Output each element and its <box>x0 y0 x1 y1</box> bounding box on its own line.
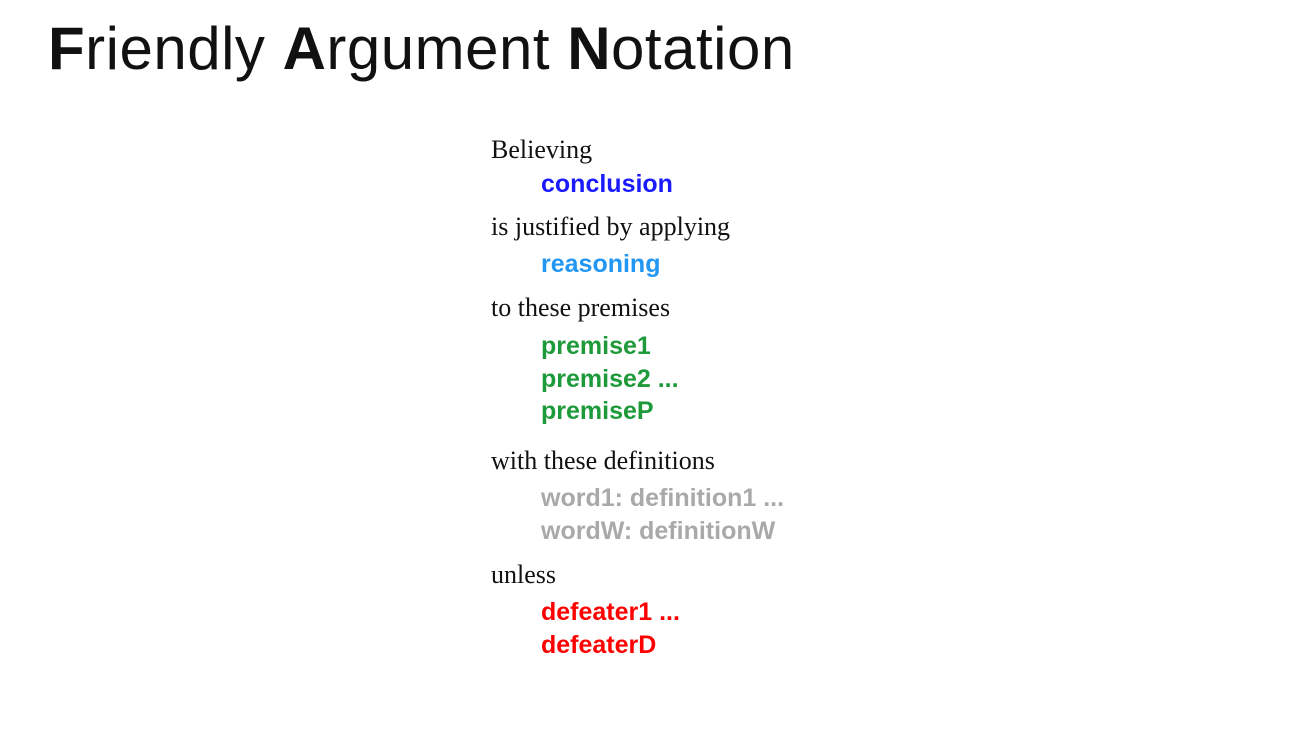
premise-item: premise2 ... <box>541 365 679 393</box>
title-initial: A <box>282 15 327 82</box>
premise-item: premise1 <box>541 332 651 360</box>
believing-label: Believing <box>491 135 593 164</box>
slide-title: Friendly Argument Notation <box>48 14 795 83</box>
premise-item: premiseP <box>541 397 654 425</box>
unless-label: unless <box>491 560 556 589</box>
defeater-item: defeater1 ... <box>541 598 680 626</box>
defeater-item: defeaterD <box>541 631 657 659</box>
definition-item: word1: definition1 ... <box>541 484 785 512</box>
title-word-rest: rgument <box>326 15 551 82</box>
title-word-rest: riendly <box>85 15 266 82</box>
title-initial: N <box>567 15 612 82</box>
premises-label: to these premises <box>491 293 671 322</box>
conclusion-term: conclusion <box>541 170 673 198</box>
justified-label: is justified by applying <box>491 212 731 241</box>
definition-item: wordW: definitionW <box>541 517 776 545</box>
definitions-label: with these definitions <box>491 446 715 475</box>
title-word-rest: otation <box>611 15 795 82</box>
reasoning-term: reasoning <box>541 250 661 278</box>
title-initial: F <box>48 15 86 82</box>
